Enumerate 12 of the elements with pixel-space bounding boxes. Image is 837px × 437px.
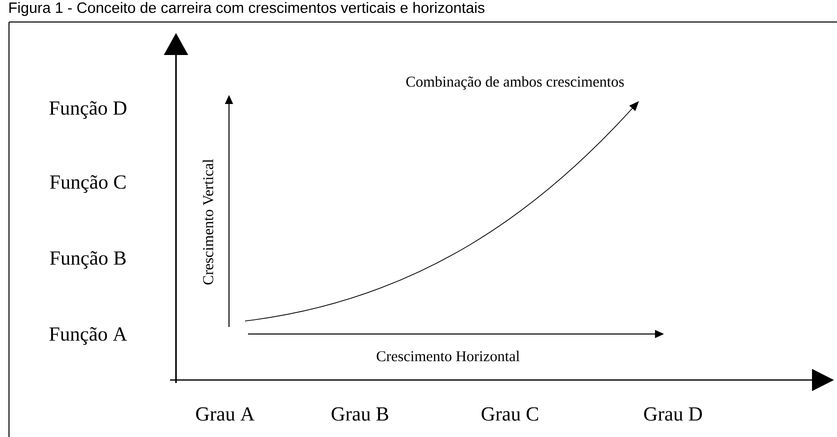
axis-label: Função A bbox=[49, 327, 127, 345]
axis-label: Grau C bbox=[482, 407, 538, 421]
arrow-label: Crescimento Vertical bbox=[202, 159, 214, 284]
arrow-label: Combinação de ambos crescimentos bbox=[406, 76, 624, 90]
axis-label: Função C bbox=[50, 175, 126, 193]
axis-label: Grau B bbox=[332, 407, 388, 421]
axis-label: Função D bbox=[49, 101, 126, 119]
axis-label: Grau D bbox=[644, 407, 702, 421]
axis-label: Função B bbox=[50, 251, 126, 269]
figure-title: Figura 1 - Conceito de carreira com crescimentos verticais e horizontais bbox=[9, 2, 484, 16]
arrow-label: Crescimento Horizontal bbox=[376, 350, 520, 362]
axis-label: Grau A bbox=[196, 407, 255, 421]
